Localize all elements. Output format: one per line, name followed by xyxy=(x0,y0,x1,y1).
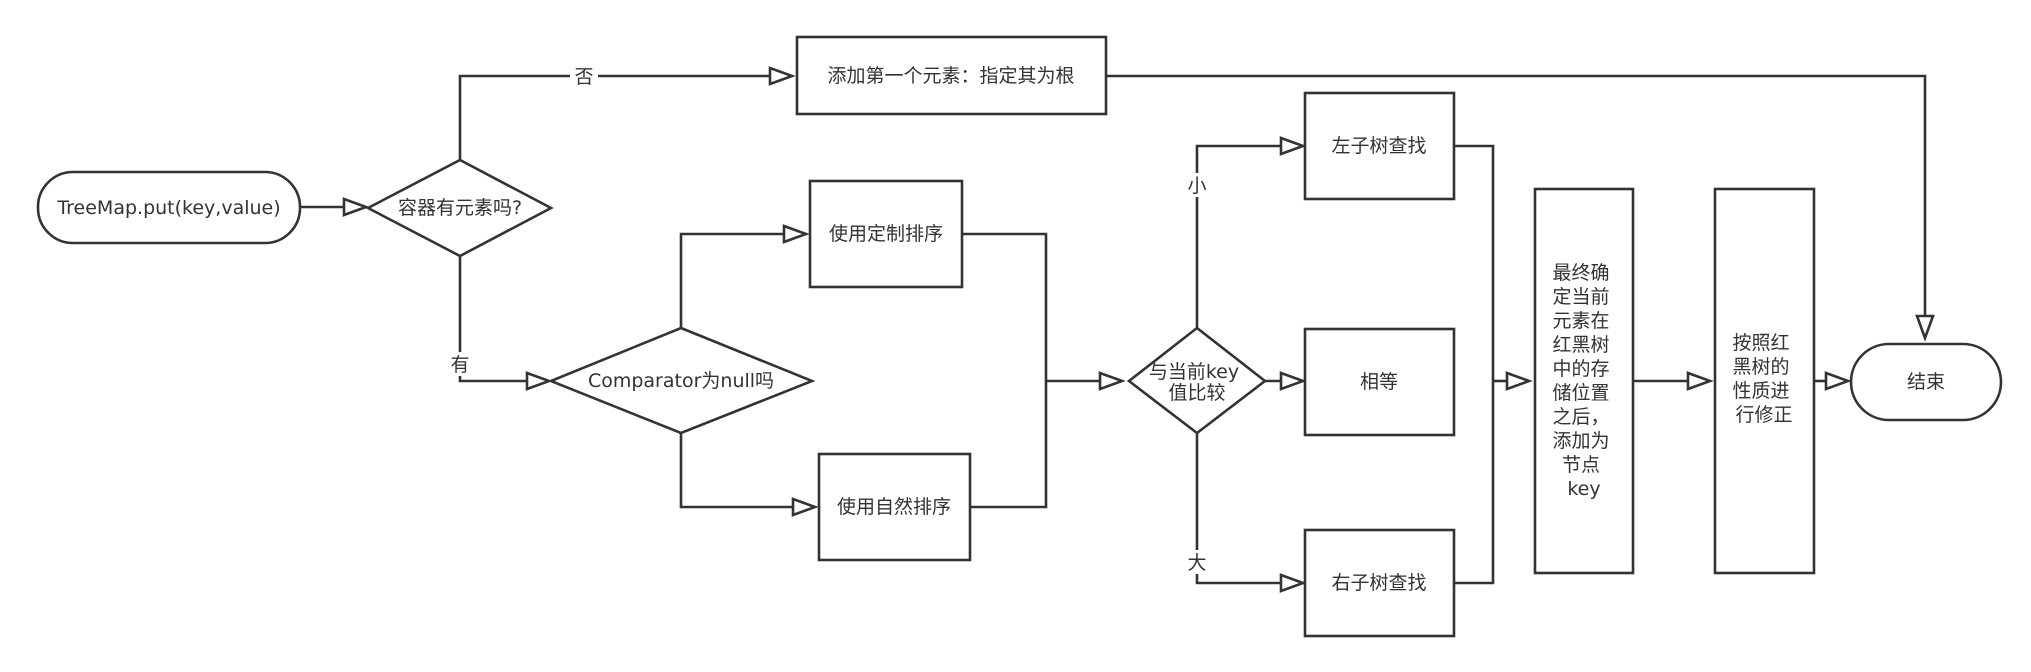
edge-check-to-add-first xyxy=(458,74,772,160)
node-final-position-line: 定当前 xyxy=(1552,286,1609,308)
arrowhead xyxy=(1686,371,1714,391)
node-equal-label: 相等 xyxy=(1360,371,1398,393)
edge-label-yes: 有 xyxy=(450,354,469,376)
arrowhead xyxy=(1824,371,1852,391)
edge-label-bigger: 大 xyxy=(1187,552,1206,574)
edge-comparator-to-custom xyxy=(679,232,786,328)
node-compare-key-line-1: 与当前key xyxy=(1149,361,1239,383)
node-fix-rb-line: 按照红 xyxy=(1732,332,1789,354)
node-natural-sort-label: 使用自然排序 xyxy=(837,496,951,518)
node-has-elements: 容器有元素吗? xyxy=(365,158,554,258)
node-compare-key: 与当前key 值比较 xyxy=(1126,326,1268,435)
arrowhead xyxy=(768,66,796,86)
arrowhead xyxy=(1098,371,1126,391)
edge-label-smaller: 小 xyxy=(1187,175,1206,197)
node-left-search: 左子树查找 xyxy=(1303,91,1456,201)
arrowhead xyxy=(1279,371,1307,391)
node-fix-rb-line: 性质进 xyxy=(1732,380,1789,402)
edge-comparator-to-natural xyxy=(679,433,795,509)
node-final-position-line: 中的存 xyxy=(1552,358,1609,380)
node-comparator-null: Comparator为null吗 xyxy=(547,326,816,435)
node-add-first-label: 添加第一个元素：指定其为根 xyxy=(827,65,1074,87)
node-compare-key-line-2: 值比较 xyxy=(1168,382,1225,404)
node-final-position-line: 添加为 xyxy=(1552,430,1609,452)
edge-compare-to-left xyxy=(1195,144,1283,328)
arrowhead xyxy=(782,224,810,244)
node-custom-sort-label: 使用定制排序 xyxy=(829,223,943,245)
node-right-search-label: 右子树查找 xyxy=(1331,572,1426,594)
node-final-position: 最终确 定当前 元素在 红黑树 中的存 储位置 之后， 添加为 节点 key xyxy=(1533,187,1635,575)
node-start-label: TreeMap.put(key,value) xyxy=(56,197,280,219)
node-comparator-null-label: Comparator为null吗 xyxy=(588,370,774,392)
edge-check-to-comparator xyxy=(458,256,530,383)
node-final-position-line: 节点 xyxy=(1562,454,1600,476)
arrowhead xyxy=(1279,573,1307,593)
edge-labels: 否 有 小 大 xyxy=(446,64,1211,574)
edge-left-right-to-merge xyxy=(1454,144,1495,585)
node-compare-key-label: 与当前key 值比较 xyxy=(1149,361,1245,404)
node-equal: 相等 xyxy=(1303,327,1456,437)
node-fix-rb-line: 行修正 xyxy=(1735,404,1792,426)
node-final-position-line: 储位置 xyxy=(1552,382,1609,404)
arrowhead xyxy=(342,197,370,217)
node-final-position-line: 红黑树 xyxy=(1552,334,1609,356)
node-add-first: 添加第一个元素：指定其为根 xyxy=(795,35,1108,116)
node-fix-rb-line: 黑树的 xyxy=(1732,356,1789,378)
arrowhead xyxy=(1915,314,1935,342)
arrowhead xyxy=(791,497,819,517)
arrowhead xyxy=(1279,136,1307,156)
node-final-position-line: key xyxy=(1567,478,1600,500)
node-right-search: 右子树查找 xyxy=(1303,528,1456,638)
edge-label-no: 否 xyxy=(574,66,593,88)
edge-compare-to-right xyxy=(1195,433,1283,585)
node-custom-sort: 使用定制排序 xyxy=(808,179,964,289)
arrowhead xyxy=(1505,371,1533,391)
edge-add-first-to-end xyxy=(1106,74,1927,318)
node-has-elements-label: 容器有元素吗? xyxy=(398,197,522,219)
node-left-search-label: 左子树查找 xyxy=(1331,135,1426,157)
node-fix-rb: 按照红 黑树的 性质进 行修正 xyxy=(1713,187,1816,575)
node-natural-sort: 使用自然排序 xyxy=(817,452,972,562)
node-fix-rb-label: 按照红 黑树的 性质进 行修正 xyxy=(1732,332,1795,426)
edges xyxy=(300,66,1935,593)
node-final-position-line: 之后， xyxy=(1552,406,1609,428)
edge-custom-to-merge xyxy=(962,232,1048,509)
node-final-position-line: 元素在 xyxy=(1552,310,1609,332)
node-end-label: 结束 xyxy=(1907,371,1945,393)
node-final-position-line: 最终确 xyxy=(1552,262,1609,284)
arrowhead xyxy=(525,371,553,391)
node-end: 结束 xyxy=(1849,342,2003,422)
node-start: TreeMap.put(key,value) xyxy=(36,170,302,245)
node-final-position-label: 最终确 定当前 元素在 红黑树 中的存 储位置 之后， 添加为 节点 key xyxy=(1552,262,1615,500)
